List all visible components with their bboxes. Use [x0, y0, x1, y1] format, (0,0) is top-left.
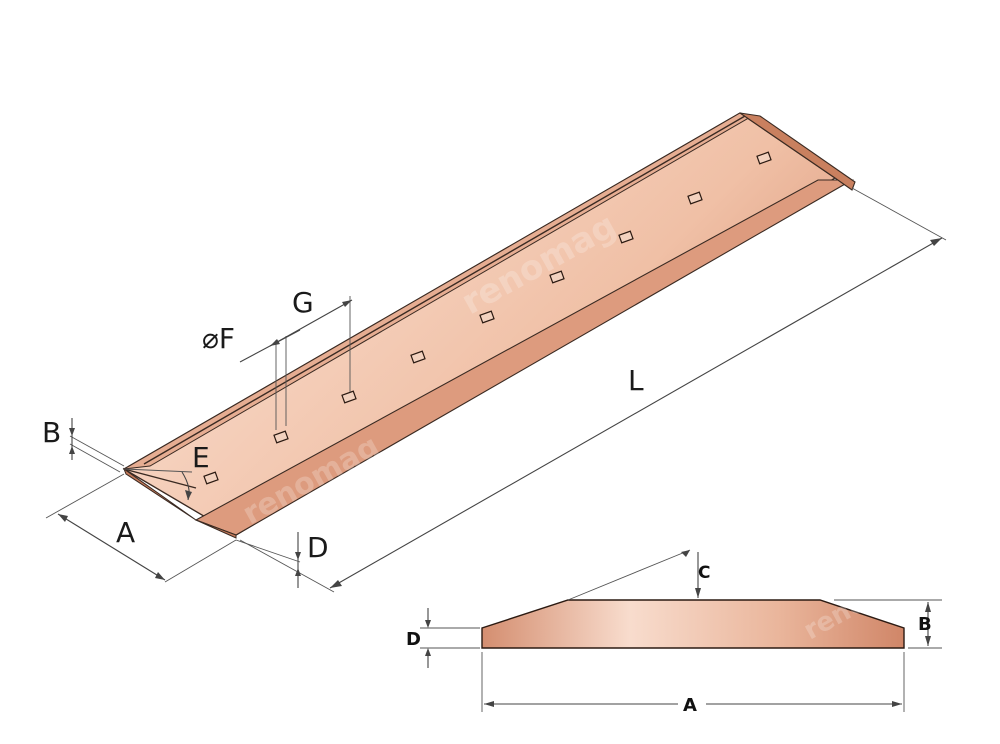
section-label-D: D — [406, 629, 421, 650]
mounting-hole — [687, 191, 703, 205]
mounting-holes — [203, 151, 772, 485]
cross-section-view: renomag — [420, 549, 942, 712]
label-D: D — [307, 531, 329, 564]
label-G: G — [292, 286, 314, 319]
mounting-hole — [273, 430, 289, 444]
dimension-lines — [45, 187, 947, 593]
label-F: ⌀F — [202, 322, 235, 355]
section-label-C: C — [698, 563, 710, 583]
right-end-face — [739, 112, 856, 191]
cross-section-profile — [481, 599, 905, 649]
blade-isometric: renomag renomag — [122, 112, 856, 539]
left-end-face — [122, 467, 237, 539]
mounting-hole — [549, 270, 565, 284]
label-B: B — [42, 416, 61, 449]
mounting-hole — [410, 350, 426, 364]
mounting-hole — [756, 151, 772, 165]
section-label-B: B — [918, 614, 932, 635]
mounting-hole — [618, 230, 634, 244]
mounting-hole — [203, 471, 219, 485]
label-A: A — [116, 516, 135, 549]
label-E: E — [192, 441, 210, 474]
label-L: L — [628, 364, 644, 397]
section-label-A: A — [683, 695, 697, 716]
mounting-hole — [479, 310, 495, 324]
mounting-hole — [341, 390, 357, 404]
back-top-edge — [143, 115, 746, 465]
left-end-bevel-line — [123, 468, 197, 489]
